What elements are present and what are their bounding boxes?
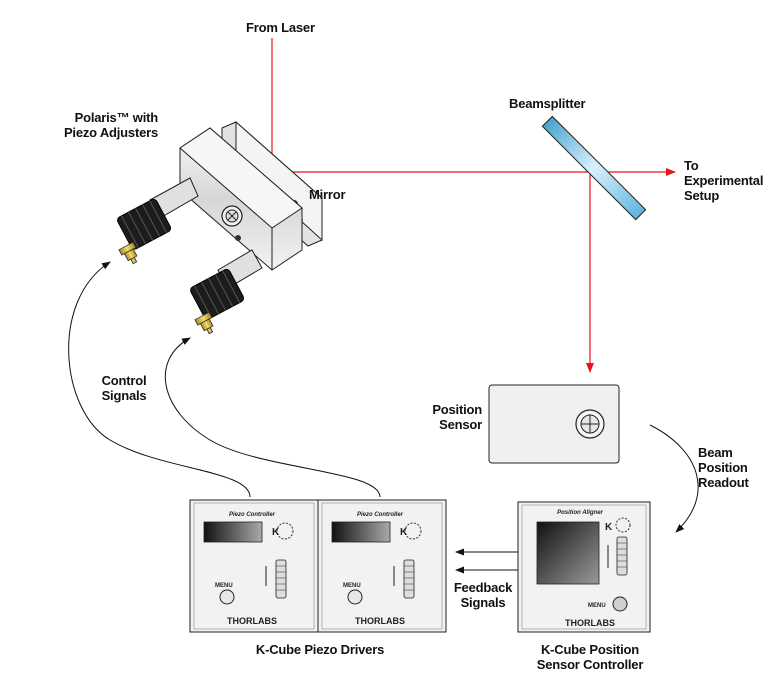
- svg-text:K: K: [605, 522, 613, 533]
- piezo-controller-title-1: Piezo Controller: [229, 512, 276, 518]
- piezo-controller-title-2: Piezo Controller: [357, 512, 404, 518]
- svg-text:K: K: [272, 527, 280, 538]
- label-feedback-signals: Feedback Signals: [453, 580, 513, 610]
- feedback-arrows: [455, 548, 518, 574]
- menu-label-3: MENU: [588, 603, 606, 609]
- kcube-position-sensor-controller: Position Aligner K MENU THORLABS: [517, 501, 651, 633]
- label-polaris: Polaris™ with Piezo Adjusters: [63, 110, 158, 140]
- label-position-sensor: Position Sensor: [432, 402, 482, 432]
- label-from-laser: From Laser: [246, 20, 315, 35]
- kcube-piezo-driver-2: Piezo Controller K MENU THORLABS: [317, 499, 447, 633]
- menu-label-2: MENU: [343, 583, 361, 589]
- brand-label-3: THORLABS: [565, 618, 615, 628]
- position-sensor: [488, 384, 620, 464]
- polaris-mirror-mount: [117, 120, 323, 335]
- label-to-experimental-setup: To Experimental Setup: [684, 158, 764, 203]
- label-kcube-piezo-drivers: K-Cube Piezo Drivers: [255, 642, 385, 657]
- label-beam-position-readout: Beam Position Readout: [698, 445, 749, 490]
- label-control-signals: Control Signals: [101, 373, 147, 403]
- brand-label-2: THORLABS: [355, 616, 405, 626]
- menu-label-1: MENU: [215, 583, 233, 589]
- readout-cable: [649, 424, 699, 533]
- kcube-piezo-driver-1: Piezo Controller K MENU THORLABS: [189, 499, 319, 633]
- svg-text:K: K: [400, 527, 408, 538]
- brand-label-1: THORLABS: [227, 616, 277, 626]
- control-signal-cables: [68, 261, 381, 498]
- beamsplitter-optic: [541, 115, 647, 221]
- label-mirror: Mirror: [309, 187, 346, 202]
- laser-beam: [268, 38, 676, 373]
- label-beamsplitter: Beamsplitter: [509, 96, 586, 111]
- label-kcube-position-sensor-controller: K-Cube Position Sensor Controller: [536, 642, 644, 672]
- position-aligner-title: Position Aligner: [557, 510, 603, 516]
